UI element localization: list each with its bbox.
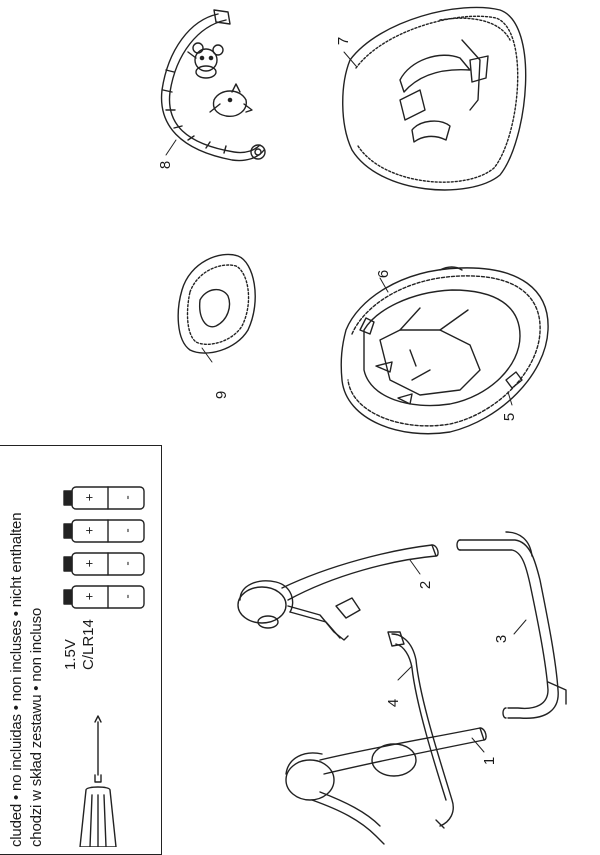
battery-4-minus: - (119, 594, 135, 599)
toy-bar-illustration (160, 9, 266, 162)
battery-type: C/LR14 (80, 619, 97, 670)
screwdriver-icon (79, 715, 117, 847)
not-included-text-line-1: cluded • no incluidas • non incluses • n… (8, 512, 25, 847)
not-included-text-line-2: chodzi w skład zestawu • non incluso (28, 607, 45, 847)
battery-2-plus: + (81, 526, 97, 535)
part-label-5: 5 (501, 412, 518, 422)
part-label-3: 3 (493, 634, 510, 644)
part-label-2: 2 (417, 580, 434, 590)
battery-1-plus: + (81, 493, 97, 502)
battery-voltage: 1.5V (62, 639, 79, 670)
battery-3-minus: - (119, 561, 135, 566)
part-label-1: 1 (481, 756, 498, 766)
frame-leg-3-illustration (456, 531, 567, 719)
battery-3-plus: + (81, 559, 97, 568)
battery-4-plus: + (81, 592, 97, 601)
battery-1-minus: - (119, 495, 135, 500)
head-support-illustration (177, 253, 256, 354)
part-label-9: 9 (213, 390, 230, 400)
part-label-8: 8 (157, 160, 174, 170)
part-label-6: 6 (375, 269, 392, 279)
part-label-7: 7 (335, 36, 352, 46)
battery-icons (63, 486, 145, 609)
leader-lines (165, 51, 527, 753)
frame-arm-2-illustration (237, 544, 439, 641)
seat-base-illustration (340, 266, 549, 435)
seat-cover-illustration (342, 6, 527, 191)
frame-leg-4-illustration (387, 631, 454, 829)
frame-arm-1-illustration (285, 727, 487, 845)
part-label-4: 4 (385, 698, 402, 708)
battery-2-minus: - (119, 528, 135, 533)
